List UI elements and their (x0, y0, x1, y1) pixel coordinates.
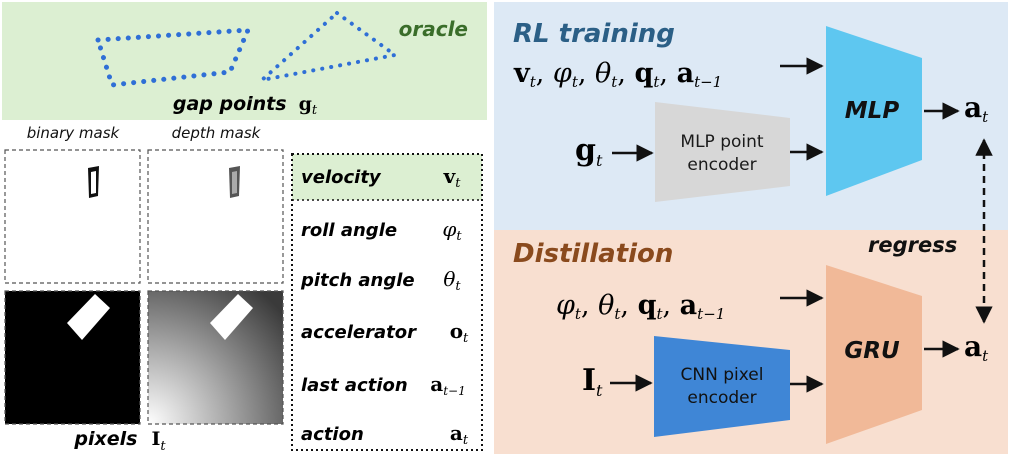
cnn-encoder-line2: encoder (687, 388, 756, 408)
mlp-point-encoder (655, 102, 790, 202)
depth-mask-image (147, 149, 284, 284)
depth-mask-near-image (147, 290, 284, 425)
gap-points-caption: gap points gt (173, 93, 318, 118)
mlp-label: MLP (845, 98, 900, 124)
gap-points-quad (94, 27, 252, 88)
svg-text:φt: φt (442, 217, 462, 244)
oracle-label: oracle (399, 17, 468, 41)
obs-row-pitch: pitch angle θt (300, 267, 461, 294)
pixels-caption: pixels It (73, 428, 166, 454)
mlp-point-encoder-line2: encoder (687, 155, 756, 175)
regress-label: regress (868, 233, 957, 257)
svg-text:roll angle: roll angle (301, 220, 397, 241)
obs-table-frame (291, 153, 483, 451)
gru-block (826, 265, 922, 444)
distill-output: at (964, 330, 989, 365)
obs-row-velocity: velocity vt (301, 164, 461, 191)
obs-table-highlight (292, 154, 482, 200)
cnn-encoder-line1: CNN pixel (681, 365, 764, 385)
svg-text:vt: vt (443, 164, 462, 191)
svg-text:accelerator: accelerator (301, 322, 417, 343)
svg-text:velocity: velocity (301, 167, 382, 188)
cnn-pixel-encoder (654, 336, 790, 437)
binary-mask-image (4, 149, 141, 284)
svg-text:pitch angle: pitch angle (300, 270, 415, 291)
rl-output: at (964, 91, 989, 126)
gap-points-triangle (255, 10, 400, 84)
obs-row-roll: roll angle φt (301, 217, 462, 244)
depth-mask-label: depth mask (172, 124, 262, 142)
obs-row-accelerator: accelerator ot (301, 319, 469, 346)
obs-row-action: action at (301, 421, 469, 448)
binary-mask-label: binary mask (27, 124, 121, 142)
mlp-point-encoder-line1: MLP point (680, 132, 763, 152)
distill-title: Distillation (513, 239, 673, 269)
obs-row-last-action: last action at−1 (301, 372, 466, 398)
rl-g-input: gt (575, 133, 603, 170)
mlp-block (826, 26, 922, 196)
svg-text:θt: θt (443, 267, 461, 294)
rl-main-input: vt, φt, θt, qt, at−1 (513, 58, 722, 91)
gru-label: GRU (844, 338, 900, 364)
binary-mask-near-image (4, 290, 141, 425)
svg-text:ot: ot (450, 319, 469, 346)
distill-I-input: It (582, 363, 603, 400)
distill-main-input: φt, θt, qt, at−1 (556, 290, 725, 323)
svg-text:action: action (301, 424, 364, 445)
svg-text:last action: last action (301, 375, 408, 396)
oracle-panel (2, 2, 487, 120)
rl-title: RL training (513, 19, 675, 49)
svg-text:at: at (450, 421, 469, 448)
svg-text:at−1: at−1 (430, 372, 465, 398)
